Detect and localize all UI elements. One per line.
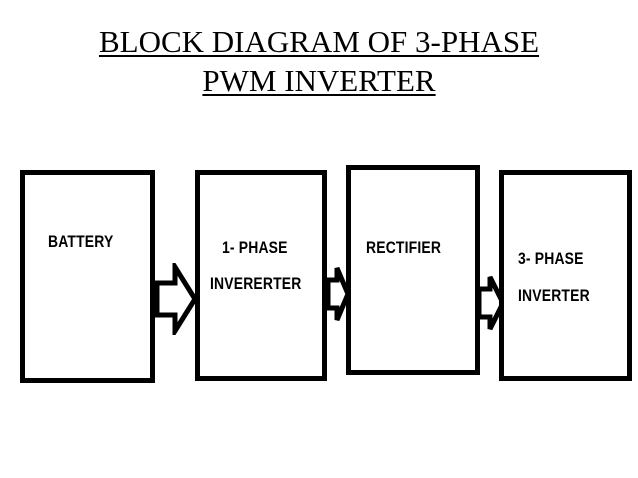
rectifier-block <box>346 165 480 375</box>
single-phase-inverter-block <box>195 170 327 381</box>
arrow-battery-to-1phase-icon <box>154 263 198 335</box>
diagram-title-line-1: BLOCK DIAGRAM OF 3-PHASE <box>98 24 540 59</box>
single-phase-label-line-1: 1- PHASE <box>222 238 288 257</box>
three-phase-label-line-1: 3- PHASE <box>518 249 584 268</box>
battery-label: BATTERY <box>48 232 114 251</box>
three-phase-label-line-2: INVERTER <box>518 286 590 305</box>
arrow-rectifier-to-3phase-icon <box>476 275 506 331</box>
single-phase-label-line-2: INVERERTER <box>210 274 302 293</box>
rectifier-label: RECTIFIER <box>366 238 442 257</box>
arrow-1phase-to-rectifier-icon <box>325 267 351 321</box>
three-phase-inverter-block <box>499 170 632 381</box>
diagram-title-line-2: PWM INVERTER <box>202 63 436 98</box>
battery-block <box>20 170 155 383</box>
